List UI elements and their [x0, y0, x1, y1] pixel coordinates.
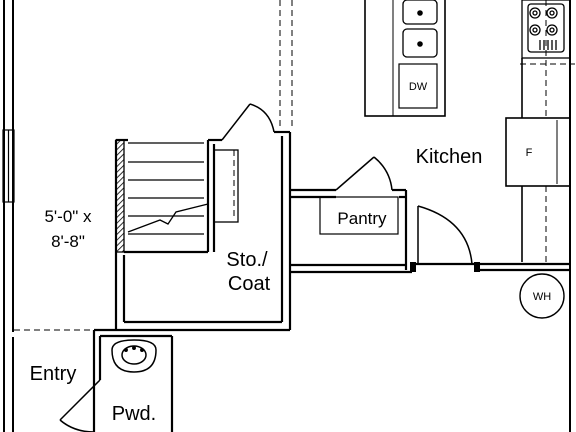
door-frames [410, 262, 480, 272]
refrigerator [505, 117, 571, 187]
dimension-line2: 8'-8" [51, 232, 85, 251]
kitchen-island [364, 0, 446, 117]
staircase [115, 139, 239, 253]
interior-walls [92, 130, 570, 432]
toilet [111, 339, 157, 373]
exterior-walls [3, 0, 571, 432]
pantry-shelf [319, 196, 399, 235]
left-window [2, 129, 15, 203]
fridge-label: F [526, 147, 533, 159]
dashed-lines [14, 0, 575, 331]
kitchen-label: Kitchen [416, 146, 483, 168]
dishwasher-label: DW [409, 81, 428, 93]
powder-label: Pwd. [112, 403, 156, 425]
storage-label-line1: Sto./ [226, 249, 268, 271]
entry-label: Entry [30, 363, 77, 385]
water-heater-label: WH [533, 291, 551, 303]
door-swings [59, 103, 473, 432]
pantry-label: Pantry [337, 209, 387, 228]
dimension-line1: 5'-0" x [44, 207, 92, 226]
water-heater [519, 273, 565, 319]
range-cooktop [521, 0, 571, 59]
storage-label-line2: Coat [228, 273, 271, 295]
